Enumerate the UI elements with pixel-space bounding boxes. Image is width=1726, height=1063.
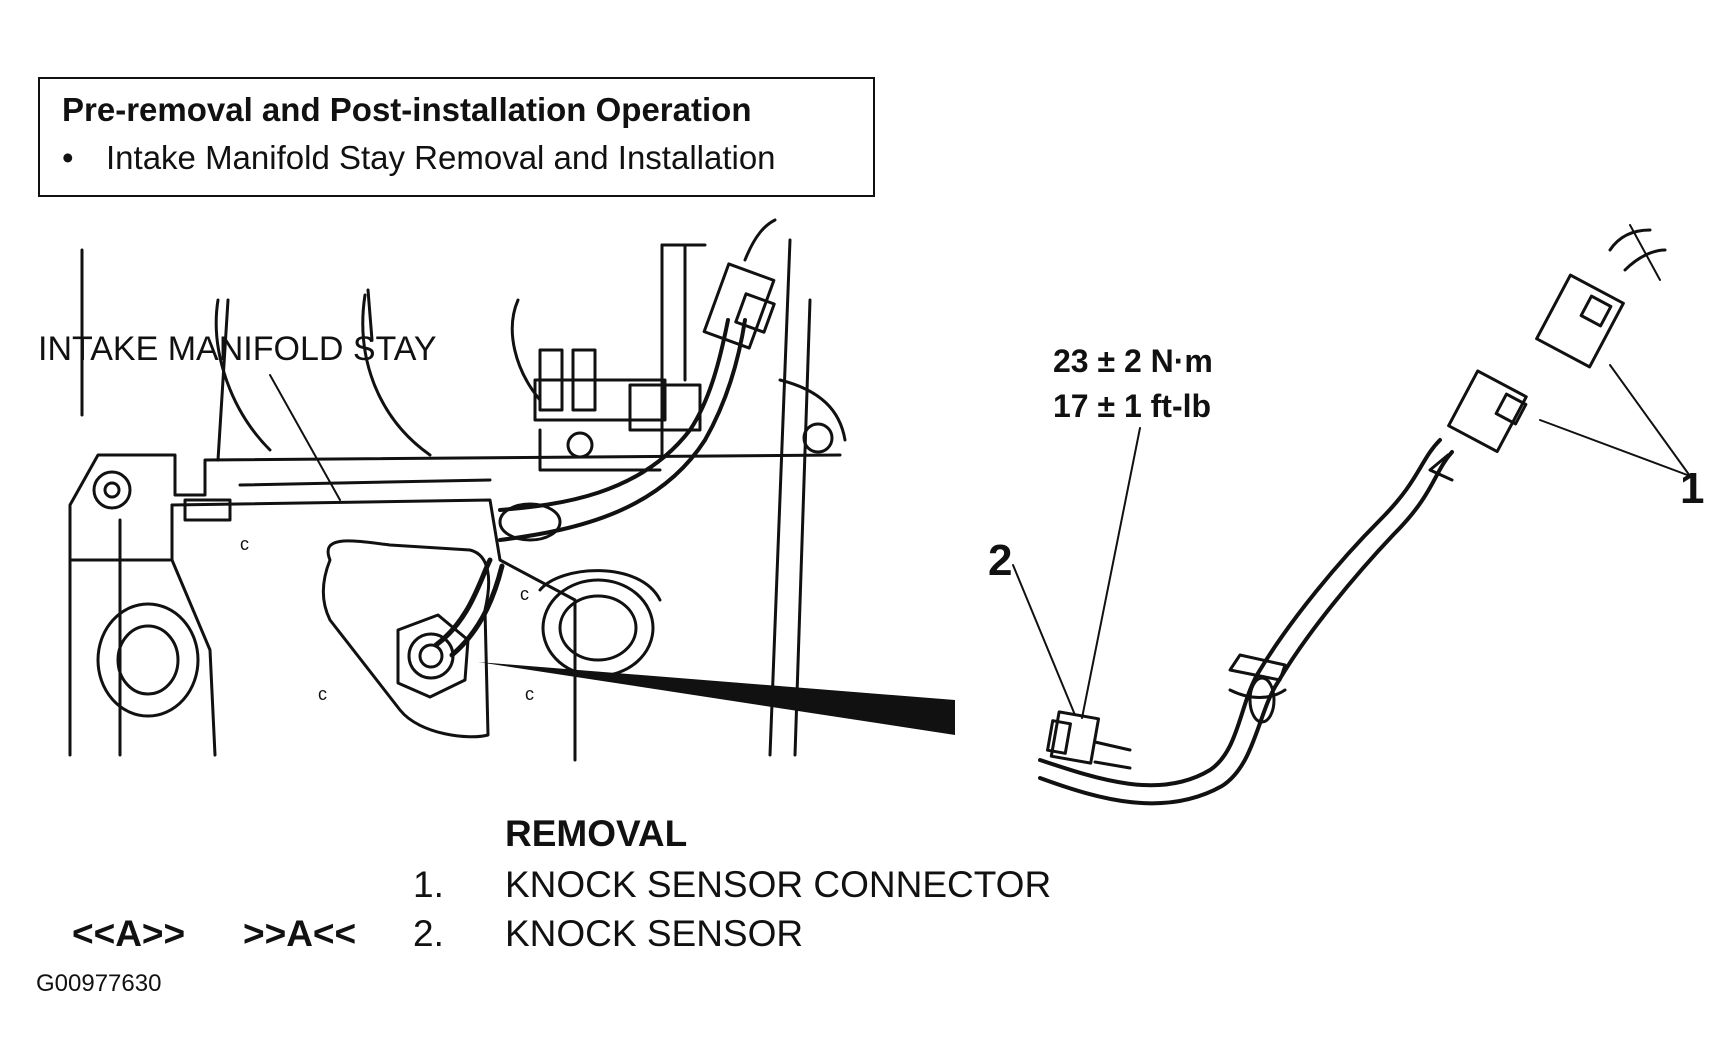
torque-nm: 23 ± 2 N·m — [1053, 343, 1213, 379]
figure-id: G00977630 — [36, 970, 162, 997]
bullet-icon: • — [62, 139, 74, 176]
procedure-box: Pre-removal and Post-installation Operat… — [38, 77, 875, 197]
procedure-item-text: Intake Manifold Stay Removal and Install… — [106, 139, 776, 176]
installation-service-mark: >>A<< — [243, 913, 357, 954]
step-text: KNOCK SENSOR — [505, 913, 804, 954]
step-number: 2. — [413, 913, 444, 954]
torque-ftlb: 17 ± 1 ft-lb — [1053, 388, 1212, 424]
step-number: 1. — [413, 864, 444, 905]
svg-text:c: c — [525, 684, 534, 704]
callout-sensor-number: 2 — [988, 536, 1013, 585]
procedure-title: Pre-removal and Post-installation Operat… — [62, 91, 752, 128]
svg-text:c: c — [240, 534, 249, 554]
detail-callout-wedge — [478, 662, 955, 735]
intake-manifold-stay-label: INTAKE MANIFOLD STAY — [38, 330, 437, 368]
step-text: KNOCK SENSOR CONNECTOR — [505, 864, 1052, 905]
svg-text:c: c — [520, 584, 529, 604]
callout-connector-number: 1 — [1680, 464, 1705, 513]
procedure-item: • Intake Manifold Stay Removal and Instal… — [62, 139, 776, 177]
removal-service-mark: <<A>> — [72, 913, 186, 954]
removal-title: REMOVAL — [505, 813, 688, 854]
svg-text:c: c — [318, 684, 327, 704]
